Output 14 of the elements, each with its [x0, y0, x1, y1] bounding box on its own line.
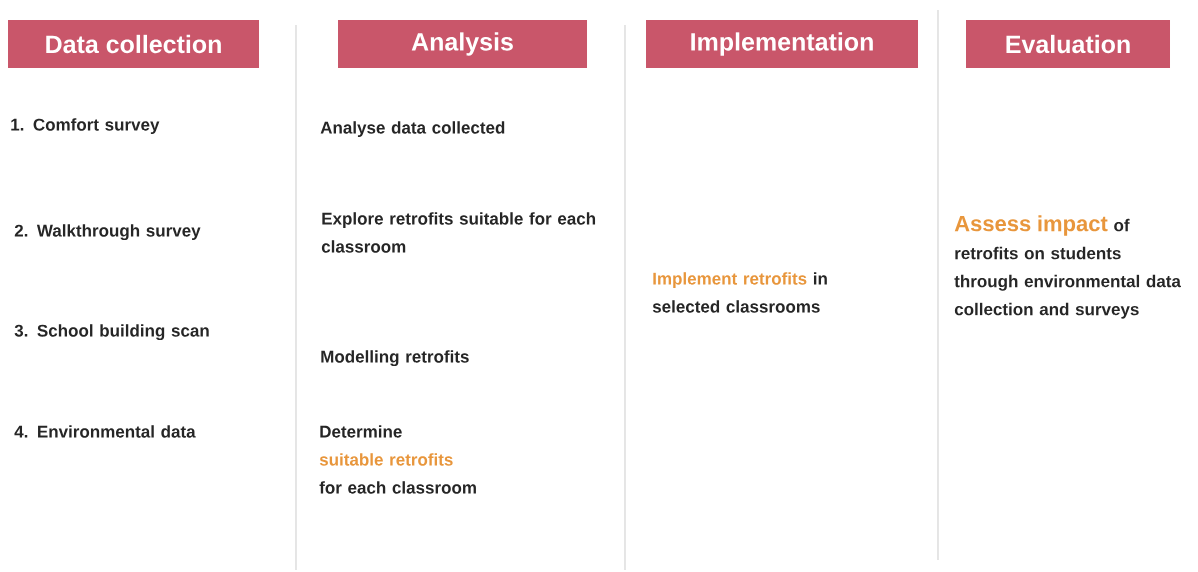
step-text: 1. Comfort survey: [11, 118, 160, 135]
step-text: Analyse data collected: [320, 121, 505, 138]
step-text: Implement retrofits in selected classrooms: [652, 272, 827, 313]
header-box: Implementation: [646, 20, 918, 68]
step-text: Determine suitable retrofits for each classroom: [319, 425, 476, 494]
header-box: Analysis: [338, 20, 587, 68]
step-text: Explore retrofits suitable for each classroom: [321, 212, 596, 253]
step-text: Assess impact of retrofits on students through environmental data collection and surveys: [954, 215, 1181, 319]
step-text: 2. Walkthrough survey: [14, 224, 201, 241]
step-text: 4. Environmental data: [14, 425, 196, 438]
step-text: 3. School building scan: [14, 324, 209, 341]
step-text: Modelling retrofits: [321, 350, 469, 367]
header-box: Evaluation: [966, 20, 1170, 68]
header-box: Data collection: [8, 20, 259, 68]
